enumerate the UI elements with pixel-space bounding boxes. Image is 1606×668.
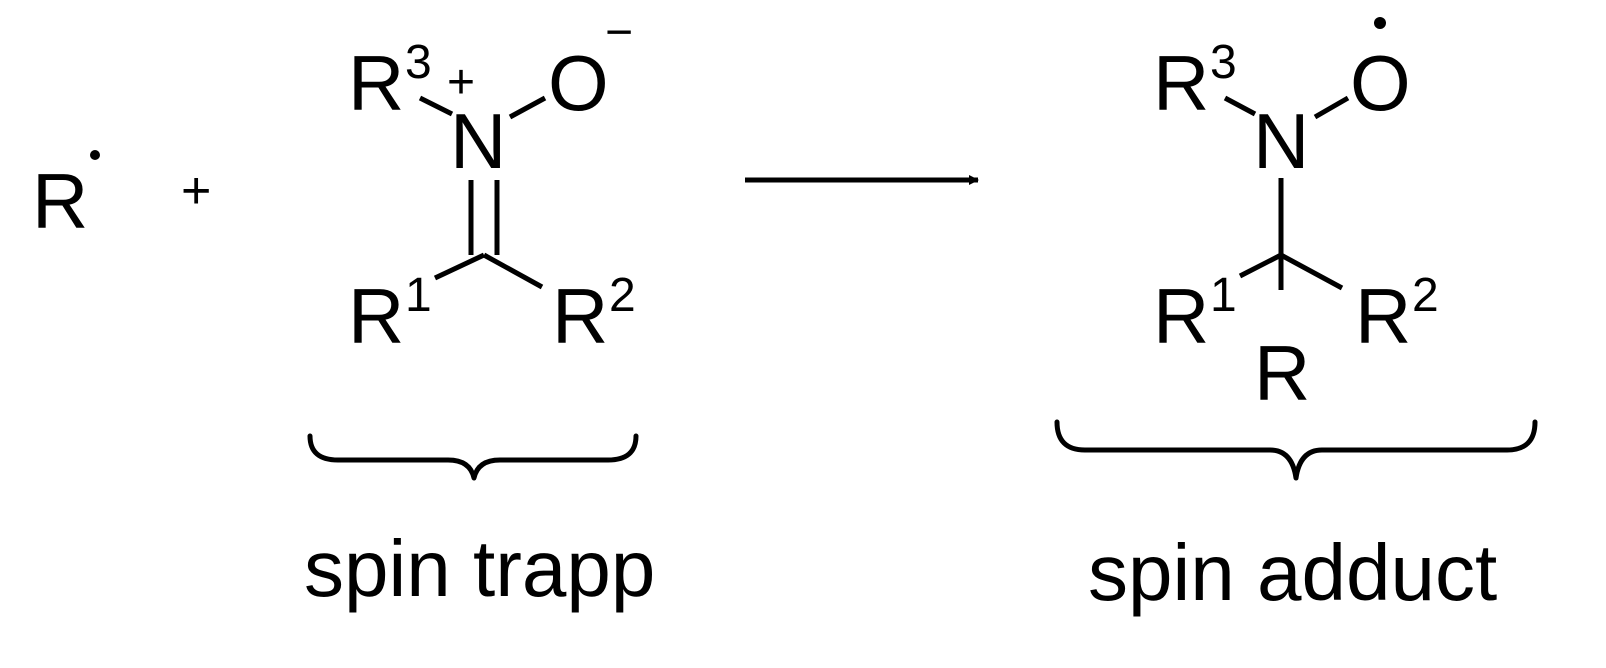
adduct-r3-symbol: R (1153, 39, 1209, 127)
adduct-bond-c-r2 (1279, 252, 1344, 291)
adduct-r1-symbol: R (1153, 272, 1209, 360)
trap-nitrogen: N (450, 97, 506, 185)
adduct-r2-symbol: R (1355, 272, 1411, 360)
adduct-bond-c-r1 (1238, 252, 1283, 279)
adduct-r1-index: 1 (1210, 269, 1237, 322)
adduct-oxygen-radical-dot (1374, 17, 1386, 29)
trap-bond-c-r2 (482, 252, 544, 290)
trap-r2-index: 2 (609, 269, 636, 322)
spin-trap-label: spin trapp (304, 524, 655, 613)
trap-bond-c-r1 (433, 252, 486, 281)
adduct-oxygen: O (1350, 39, 1411, 127)
trap-bond-n-o (508, 95, 547, 120)
adduct-r-symbol: R (1254, 329, 1310, 417)
adduct-r2-index: 2 (1412, 269, 1439, 322)
adduct-bond-n-o (1313, 95, 1350, 120)
trap-r3-symbol: R (348, 39, 404, 127)
adduct-bond-r3-n (1223, 95, 1257, 117)
adduct-nitrogen: N (1253, 97, 1309, 185)
reactant-radical: R (32, 150, 100, 245)
plus-sign: + (181, 162, 211, 220)
spin-adduct-label: spin adduct (1088, 528, 1497, 617)
spin-adduct-brace (1054, 419, 1538, 481)
spin-adduct-structure: R 3 N O R 1 R 2 R (1153, 17, 1439, 417)
trap-r1-symbol: R (348, 272, 404, 360)
trap-oxygen: O (548, 39, 609, 127)
radical-dot (90, 150, 100, 160)
spin-trap-brace (307, 433, 639, 481)
trap-r1-index: 1 (405, 269, 432, 322)
spin-trap-structure: R 3 + N O − R 1 R 2 (348, 6, 636, 360)
trap-r2-symbol: R (552, 272, 608, 360)
adduct-r3-index: 3 (1210, 36, 1237, 89)
trap-r3-index: 3 (405, 36, 432, 89)
trap-oxygen-charge: − (605, 6, 633, 59)
trap-nitrogen-charge: + (447, 56, 475, 109)
trap-bond-r3-n (418, 95, 454, 117)
radical-r-symbol: R (32, 157, 88, 245)
